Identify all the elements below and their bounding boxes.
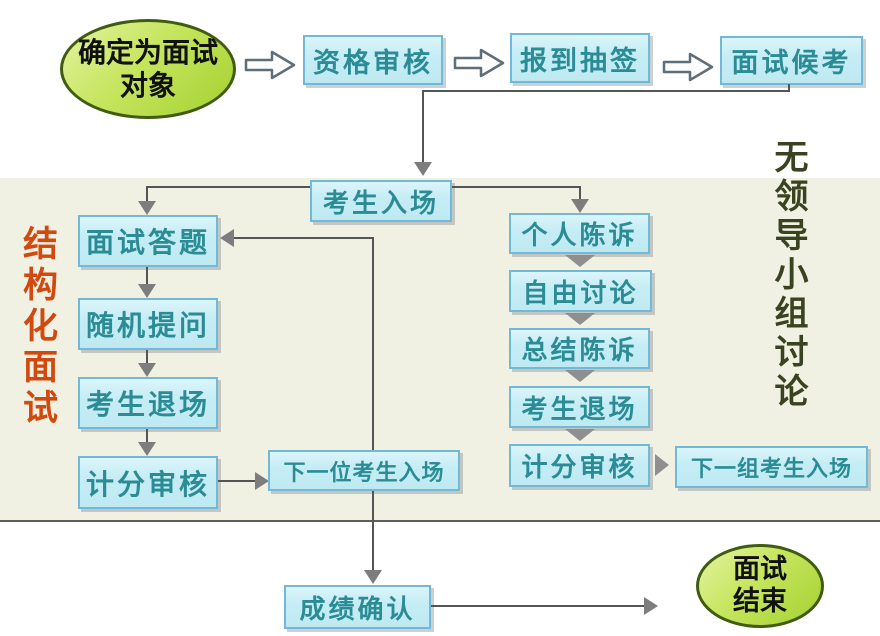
box-summary-statement: 总结陈诉 — [509, 328, 650, 369]
connector-line — [372, 238, 374, 450]
box-qualification-review: 资格审核 — [303, 35, 443, 85]
arrow-down-icon — [138, 442, 156, 456]
connector-line — [452, 186, 581, 188]
end-label-line2: 结束 — [733, 586, 787, 617]
connector-line — [422, 90, 424, 162]
arrow-down-icon — [565, 429, 595, 441]
connector-line — [579, 186, 581, 199]
box-random-question: 随机提问 — [78, 298, 218, 350]
arrow-down-icon — [571, 199, 589, 213]
block-arrow-icon — [244, 50, 296, 80]
box-next-group: 下一组考生入场 — [675, 446, 868, 488]
box-score-review-right: 计分审核 — [509, 444, 650, 487]
box-interview-waiting: 面试候考 — [720, 36, 863, 85]
connector-line — [146, 267, 148, 284]
start-label-line2: 对象 — [119, 69, 176, 102]
arrow-down-icon — [138, 201, 156, 215]
box-candidate-exit-left: 考生退场 — [78, 377, 218, 429]
start-label-line1: 确定为面试 — [77, 35, 218, 69]
end-ellipse: 面试 结束 — [696, 544, 824, 628]
arrow-right-icon — [255, 472, 269, 490]
connector-line — [146, 429, 148, 442]
arrow-left-icon — [220, 229, 234, 247]
box-free-discussion: 自由讨论 — [509, 270, 652, 312]
box-interview-answer: 面试答题 — [78, 215, 218, 267]
arrow-down-icon — [565, 313, 595, 325]
arrow-down-icon — [138, 284, 156, 298]
box-candidate-exit-right: 考生退场 — [509, 386, 650, 428]
leaderless-group-label: 无领导小组讨论 — [768, 139, 808, 412]
end-label-line1: 面试 — [733, 554, 787, 586]
arrow-down-icon — [565, 370, 595, 382]
connector-line — [146, 350, 148, 363]
connector-line — [372, 491, 374, 570]
block-arrow-icon — [662, 52, 714, 82]
structured-interview-label: 结构化面试 — [17, 225, 57, 430]
arrow-down-icon — [138, 363, 156, 377]
arrow-down-icon — [364, 570, 382, 584]
box-personal-statement: 个人陈诉 — [509, 213, 650, 254]
box-next-candidate: 下一位考生入场 — [268, 450, 460, 491]
connector-line — [234, 237, 374, 239]
connector-line — [788, 84, 790, 92]
connector-line — [218, 480, 256, 482]
connector-line — [422, 90, 790, 92]
box-score-review-left: 计分审核 — [78, 456, 218, 509]
arrow-down-icon — [414, 162, 432, 176]
arrow-right-icon — [644, 597, 658, 615]
box-candidate-enter: 考生入场 — [310, 180, 452, 222]
arrow-right-icon — [655, 454, 669, 476]
box-score-confirm: 成绩确认 — [284, 585, 431, 629]
arrow-down-icon — [565, 255, 595, 267]
start-ellipse: 确定为面试 对象 — [60, 19, 236, 119]
connector-line — [146, 186, 148, 201]
block-arrow-icon — [453, 48, 505, 78]
connector-line — [431, 605, 645, 607]
box-checkin-draw: 报到抽签 — [510, 33, 650, 83]
connector-line — [147, 186, 310, 188]
